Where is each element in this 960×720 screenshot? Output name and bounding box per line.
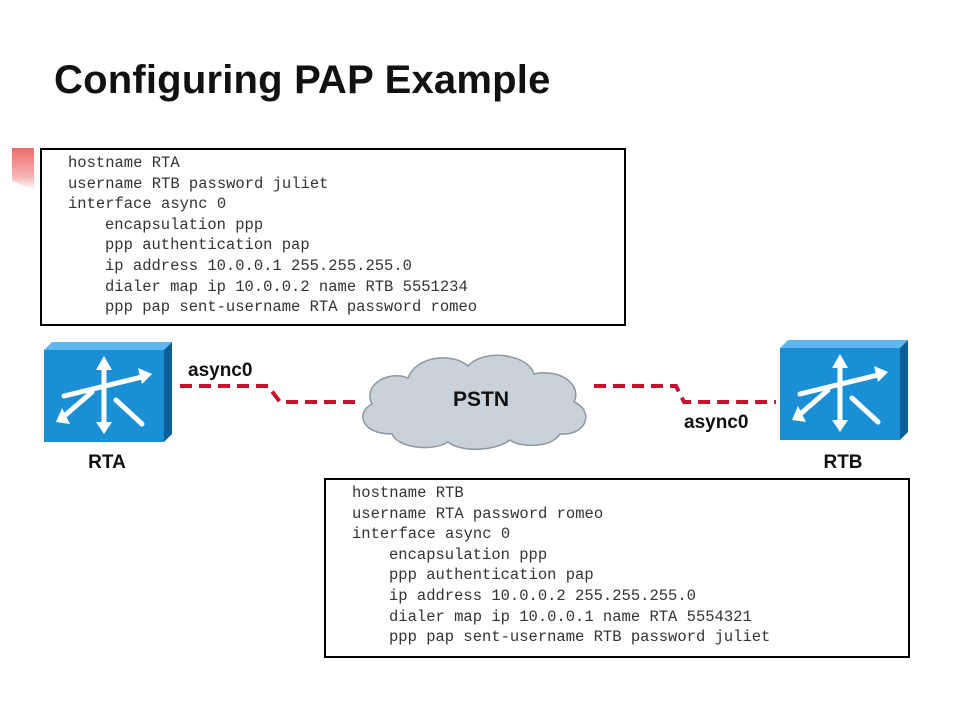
config-line: interface async 0 (68, 195, 227, 214)
config-line: username RTB password juliet (68, 174, 329, 193)
config-line: dialer map ip 10.0.0.1 name RTA 5554321 (389, 607, 752, 626)
config-line: ppp authentication pap (389, 566, 594, 585)
config-line: hostname RTB (352, 484, 464, 502)
rtb-link (594, 384, 776, 404)
config-line: ppp pap sent-username RTB password julie… (389, 628, 771, 647)
slide-accent (12, 148, 34, 190)
config-line: ip address 10.0.0.1 255.255.255.0 (105, 256, 412, 275)
pstn-cloud (362, 354, 587, 450)
config-line: encapsulation ppp (389, 545, 548, 564)
rta-link (180, 384, 358, 404)
config-line: interface async 0 (352, 525, 511, 544)
config-line: username RTA password romeo (352, 504, 604, 523)
config-line: hostname RTA (68, 154, 180, 172)
rta-config-box: hostname RTA username RTB password juliet… (40, 148, 626, 326)
rtb-label: RTB (823, 452, 862, 473)
rtb-router-icon (780, 340, 908, 440)
config-line: ip address 10.0.0.2 255.255.255.0 (389, 586, 696, 605)
rta-interface-label: async0 (188, 360, 252, 381)
rtb-interface-label: async0 (684, 412, 748, 433)
rta-label: RTA (88, 452, 126, 473)
rta-router-icon (44, 342, 172, 442)
config-line: encapsulation ppp (105, 215, 264, 234)
rtb-config-box: hostname RTB username RTA password romeo i… (324, 478, 910, 658)
config-line: ppp authentication pap (105, 236, 310, 255)
config-line: ppp pap sent-username RTA password romeo (105, 298, 478, 317)
pstn-label: PSTN (453, 388, 509, 411)
config-line: dialer map ip 10.0.0.2 name RTB 5551234 (105, 277, 468, 296)
network-diagram: PSTN RTA async0 (44, 340, 908, 473)
page-title: Configuring PAP Example (54, 58, 551, 102)
